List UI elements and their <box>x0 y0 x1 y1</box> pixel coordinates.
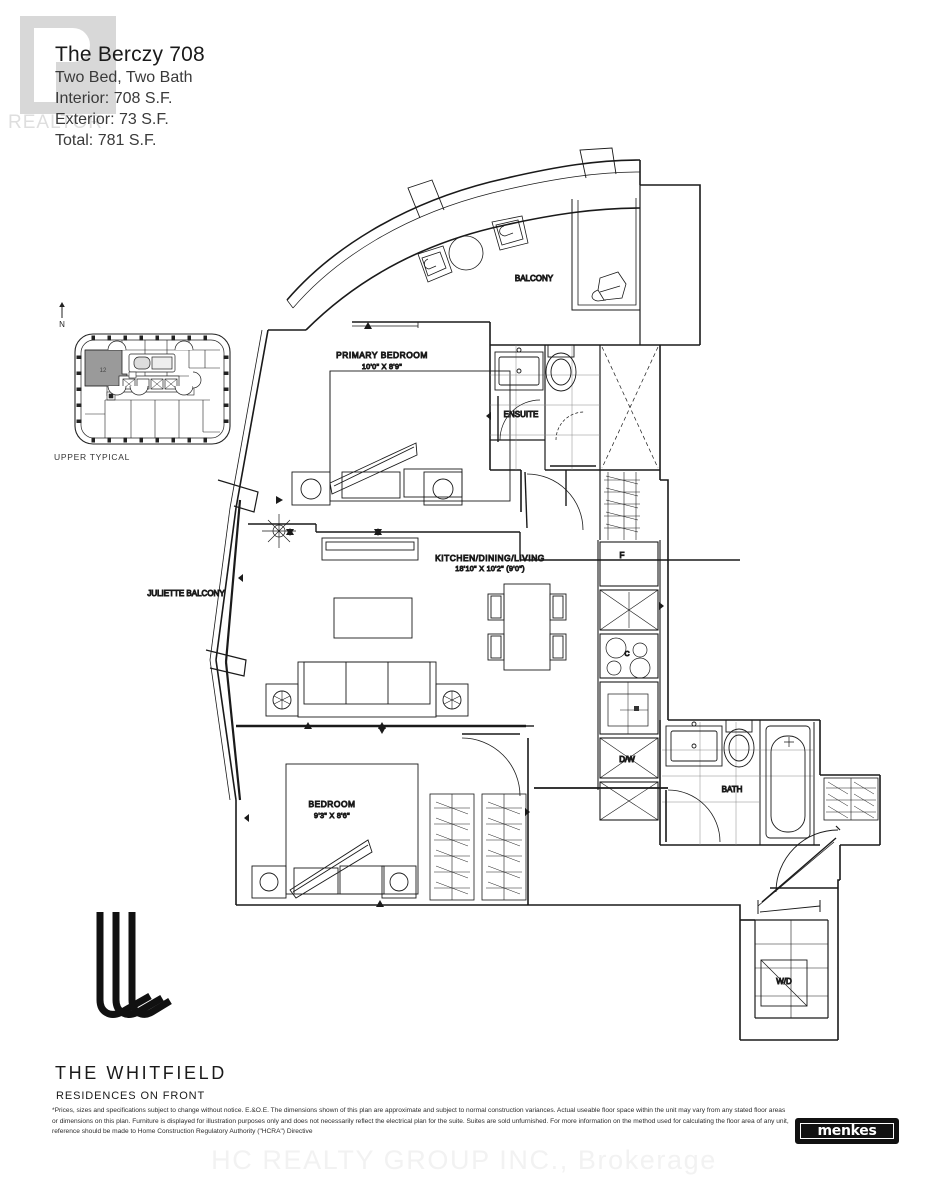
entry-hall-area <box>757 777 879 907</box>
bath-toilet-fixture <box>723 719 755 768</box>
entry-closet-louvers <box>823 777 879 821</box>
room-dim-primary-bedroom: 10'0" X 8'9" <box>362 362 402 371</box>
keyplan-unit-marker: 12 <box>100 368 107 374</box>
room-label-kitchen-dining-living: KITCHEN/DINING/LIVING <box>435 553 545 563</box>
brokerage-watermark: HC REALTY GROUP INC., Brokerage <box>211 1145 717 1175</box>
lounge-chair-furniture <box>591 271 627 302</box>
bathtub-fixture <box>765 725 811 839</box>
realtor-logo-leg <box>56 62 70 74</box>
kitchen-dining-living-area: KITCHEN/DINING/LIVING 18'10" X 10'2" (9'… <box>265 540 661 821</box>
cooktop-appliance <box>599 633 659 679</box>
title-block: The Berczy 708 Two Bed, Two Bath Interio… <box>55 43 205 151</box>
key-plan-caption: UPPER TYPICAL <box>54 452 131 462</box>
kitchen-galley: F C D/W <box>597 540 661 821</box>
appliance-label-fridge: F <box>620 551 625 560</box>
key-plan: N 12 <box>59 302 231 445</box>
dimension-markers <box>238 322 664 907</box>
dining-table-furniture <box>487 583 567 671</box>
coffee-table-furniture <box>333 597 413 639</box>
patio-table-furniture <box>448 235 484 271</box>
project-name: THE WHITFIELD <box>55 1063 227 1083</box>
primary-bed-furniture <box>329 370 511 502</box>
sofa-furniture <box>297 661 437 718</box>
ensuite-bathroom-area: ENSUITE <box>490 344 660 471</box>
nightstand-right-furniture <box>423 471 463 506</box>
bedroom-2-nightstand-right-furniture <box>381 865 417 899</box>
room-label-bedroom-2: BEDROOM <box>308 799 355 809</box>
realtor-watermark-text: REALTOR <box>8 112 103 133</box>
dishwasher-appliance <box>599 737 659 779</box>
bedroom-2-area: BEDROOM 9'3" X 8'6" <box>236 724 668 905</box>
exterior-walls <box>215 159 881 1041</box>
project-tagline: RESIDENCES ON FRONT <box>56 1090 206 1102</box>
ensuite-shower-fixture <box>601 346 659 469</box>
menkes-logo-text: menkes <box>817 1123 877 1139</box>
room-dim-kitchen-dining-living: 18'10" X 10'2" (9'0") <box>455 564 525 573</box>
laundry-closet-area: W/D <box>754 900 829 1019</box>
menkes-logo-frame: menkes <box>800 1123 894 1139</box>
primary-bedroom-area: PRIMARY BEDROOM 10'0" X 8'9" <box>248 321 740 561</box>
washer-dryer-appliance <box>760 959 808 1007</box>
realtor-logo-bowl <box>56 28 90 62</box>
legal-disclaimer: *Prices, sizes and specifications subjec… <box>52 1107 789 1136</box>
bedroom-2-bed-furniture <box>285 763 419 899</box>
ensuite-vanity-fixture <box>494 347 544 391</box>
balcony-area: BALCONY <box>286 147 641 345</box>
room-label-bath: BATH <box>722 785 743 794</box>
bedroom-2-nightstand-left-furniture <box>251 865 287 899</box>
hall-closet-area <box>524 470 640 540</box>
north-arrow-icon: N <box>59 302 65 329</box>
appliance-label-washer-dryer: W/D <box>776 977 792 986</box>
north-label: N <box>59 320 65 329</box>
realtor-watermark: REALTOR <box>8 16 128 146</box>
appliance-label-dishwasher: D/W <box>619 755 635 764</box>
juliette-balcony-area: JULIETTE BALCONY <box>147 329 296 801</box>
room-label-primary-bedroom: PRIMARY BEDROOM <box>336 350 428 360</box>
unit-beds-baths: Two Bed, Two Bath <box>55 68 193 86</box>
room-label-balcony: BALCONY <box>515 274 554 283</box>
room-label-juliette-balcony: JULIETTE BALCONY <box>147 589 225 598</box>
bath-vanity-fixture <box>665 721 723 767</box>
nightstand-left-furniture <box>291 471 331 506</box>
fridge-appliance <box>599 541 659 587</box>
room-label-ensuite: ENSUITE <box>504 410 539 419</box>
patio-chair-right-furniture <box>491 215 529 251</box>
side-table-left-furniture <box>265 683 299 717</box>
room-dim-bedroom-2: 9'3" X 8'6" <box>314 811 350 820</box>
patio-chair-left-furniture <box>417 245 453 283</box>
unit-interior-area: Interior: 708 S.F. <box>55 89 173 107</box>
appliance-label-cooktop: C <box>624 651 629 658</box>
unit-exterior-area: Exterior: 73 S.F. <box>55 110 169 128</box>
side-table-right-furniture <box>435 683 469 717</box>
whitfield-logo-icon <box>96 912 172 1018</box>
menkes-builder-logo: menkes <box>795 1118 899 1144</box>
closet-louvers <box>604 472 640 540</box>
main-bathroom-area: BATH <box>659 719 820 846</box>
bedroom-2-closet-louvers <box>429 793 527 901</box>
realtor-logo-stem <box>34 28 56 102</box>
dresser-furniture <box>321 537 419 561</box>
unit-name: The Berczy 708 <box>55 43 205 66</box>
unit-total-area: Total: 781 S.F. <box>55 132 157 149</box>
ensuite-toilet-fixture <box>545 344 577 392</box>
